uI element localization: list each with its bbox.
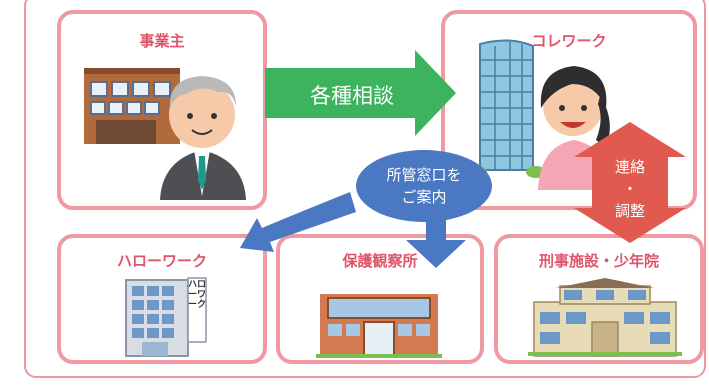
coord-line-1: 連絡 — [614, 158, 645, 176]
refer-arrow-down — [406, 196, 466, 268]
outer-frame — [24, 0, 706, 378]
hellowork-building-icon — [125, 277, 207, 357]
employer-title: 事業主 — [139, 32, 185, 50]
refer-bubble — [356, 150, 492, 222]
probation-building-icon — [316, 294, 442, 358]
refer-bubble-text: 所管窓口を ご案内 — [366, 164, 482, 208]
coordination-label: 連絡 ・ 調整 — [596, 156, 664, 222]
corework-tower-icon — [467, 39, 546, 178]
consult-arrow-label: 各種相談 — [310, 84, 394, 108]
hellowork-title: ハローワーク — [116, 252, 207, 270]
coordination-arrow — [574, 122, 686, 243]
probation-title: 保護観察所 — [342, 252, 418, 270]
businessman-icon — [160, 76, 246, 200]
coord-line-2: 調整 — [614, 202, 645, 220]
refer-line-2: ご案内 — [401, 188, 447, 206]
refer-line-1: 所管窓口を — [386, 166, 462, 184]
correctional-title: 刑事施設・少年院 — [538, 252, 659, 270]
corework-title: コレワーク — [531, 32, 607, 50]
hellowork-sign: ハローワーク — [188, 280, 207, 310]
correctional-building-icon — [528, 278, 682, 357]
coord-dot: ・ — [622, 180, 638, 198]
refer-arrow-left — [240, 192, 356, 252]
consult-arrow — [265, 50, 456, 136]
employer-building-icon — [84, 68, 180, 144]
